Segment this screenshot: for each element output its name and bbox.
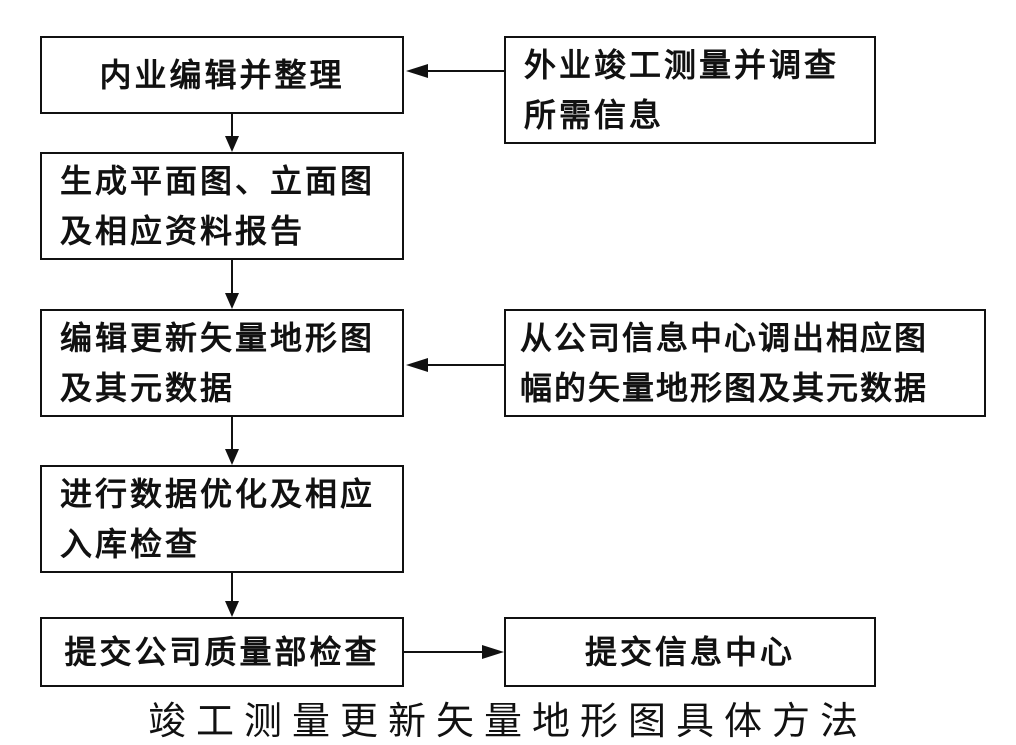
step-box-1: 内业编辑并整理 — [40, 36, 404, 114]
step-box-2: 生成平面图、立面图 及相应资料报告 — [40, 152, 404, 260]
arrow-down-icon — [225, 293, 239, 309]
step-3-line-1: 编辑更新矢量地形图 — [60, 319, 376, 357]
connector-input2-step3 — [426, 364, 504, 366]
arrow-right-icon — [482, 645, 504, 659]
step-1-line-1: 内业编辑并整理 — [99, 56, 345, 94]
input-2-line-1: 从公司信息中心调出相应图 — [520, 319, 929, 357]
step-box-3: 编辑更新矢量地形图 及其元数据 — [40, 309, 404, 417]
arrow-down-icon — [225, 449, 239, 465]
arrow-down-icon — [225, 601, 239, 617]
arrow-down-icon — [225, 136, 239, 152]
connector-1-2 — [231, 114, 233, 138]
input-1-line-2: 所需信息 — [524, 96, 665, 134]
connector-input1-step1 — [426, 70, 504, 72]
step-4-line-2: 入库检查 — [60, 525, 201, 563]
output-box: 提交信息中心 — [504, 617, 876, 687]
connector-4-5 — [231, 573, 233, 601]
arrow-left-icon — [406, 358, 428, 372]
step-box-4: 进行数据优化及相应 入库检查 — [40, 465, 404, 573]
arrow-left-icon — [406, 64, 428, 78]
input-box-field-survey: 外业竣工测量并调查 所需信息 — [504, 36, 876, 144]
connector-2-3 — [231, 260, 233, 293]
connector-step5-output — [404, 651, 482, 653]
step-4-line-1: 进行数据优化及相应 — [60, 475, 376, 513]
input-box-info-center: 从公司信息中心调出相应图 幅的矢量地形图及其元数据 — [504, 309, 986, 417]
figure-caption: 竣工测量更新矢量地形图具体方法 — [147, 699, 868, 743]
connector-3-4 — [231, 417, 233, 449]
step-3-line-2: 及其元数据 — [60, 369, 236, 407]
input-1-line-1: 外业竣工测量并调查 — [524, 46, 840, 84]
step-5-line-1: 提交公司质量部检查 — [64, 633, 380, 671]
input-2-line-2: 幅的矢量地形图及其元数据 — [520, 369, 929, 407]
step-2-line-2: 及相应资料报告 — [60, 212, 306, 250]
step-box-5: 提交公司质量部检查 — [40, 617, 404, 687]
output-line-1: 提交信息中心 — [584, 633, 795, 671]
step-2-line-1: 生成平面图、立面图 — [60, 162, 376, 200]
